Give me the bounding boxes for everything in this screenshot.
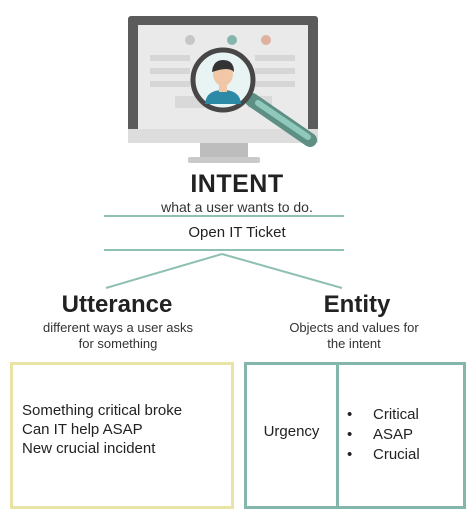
intent-example: Open IT Ticket [188,224,286,241]
entity-subtitle-line: Objects and values for [289,320,419,335]
user-avatar-icon [205,60,241,104]
bullet-icon: • [347,446,353,463]
entity-key: Urgency [263,423,320,440]
utterance-example: Something critical broke [22,402,183,419]
connector-entity [221,253,343,289]
entity-value: • ASAP [347,425,413,445]
entity-value-text: Crucial [373,446,420,463]
entity-value-text: ASAP [373,426,414,443]
entity-title: Entity [323,291,391,318]
magnifier-icon [190,47,317,147]
entity-value: • Critical [347,405,419,425]
connector-utterance [105,253,223,289]
bullet-icon: • [347,406,353,423]
utterance-subtitle: different ways a user asks for something [18,320,218,352]
entity-table-box: Urgency • Critical • ASAP • Crucial [244,362,466,509]
entity-subtitle: Objects and values for the intent [254,320,454,352]
entity-value-text: Critical [373,406,419,423]
utterance-examples-box: Something critical broke Can IT help ASA… [10,362,234,509]
intent-title: INTENT [190,170,284,198]
entity-divider [336,365,339,506]
intent-subtitle: what a user wants to do. [161,199,313,215]
utterance-title: Utterance [61,291,173,318]
utterance-example: New crucial incident [22,440,156,457]
utterance-subtitle-line: different ways a user asks [42,320,194,335]
entity-subtitle-line: the intent [327,336,381,351]
bullet-icon: • [347,426,353,443]
utterance-example: Can IT help ASAP [22,421,143,438]
entity-value: • Crucial [347,445,420,465]
utterance-subtitle-line: for something [78,336,158,351]
